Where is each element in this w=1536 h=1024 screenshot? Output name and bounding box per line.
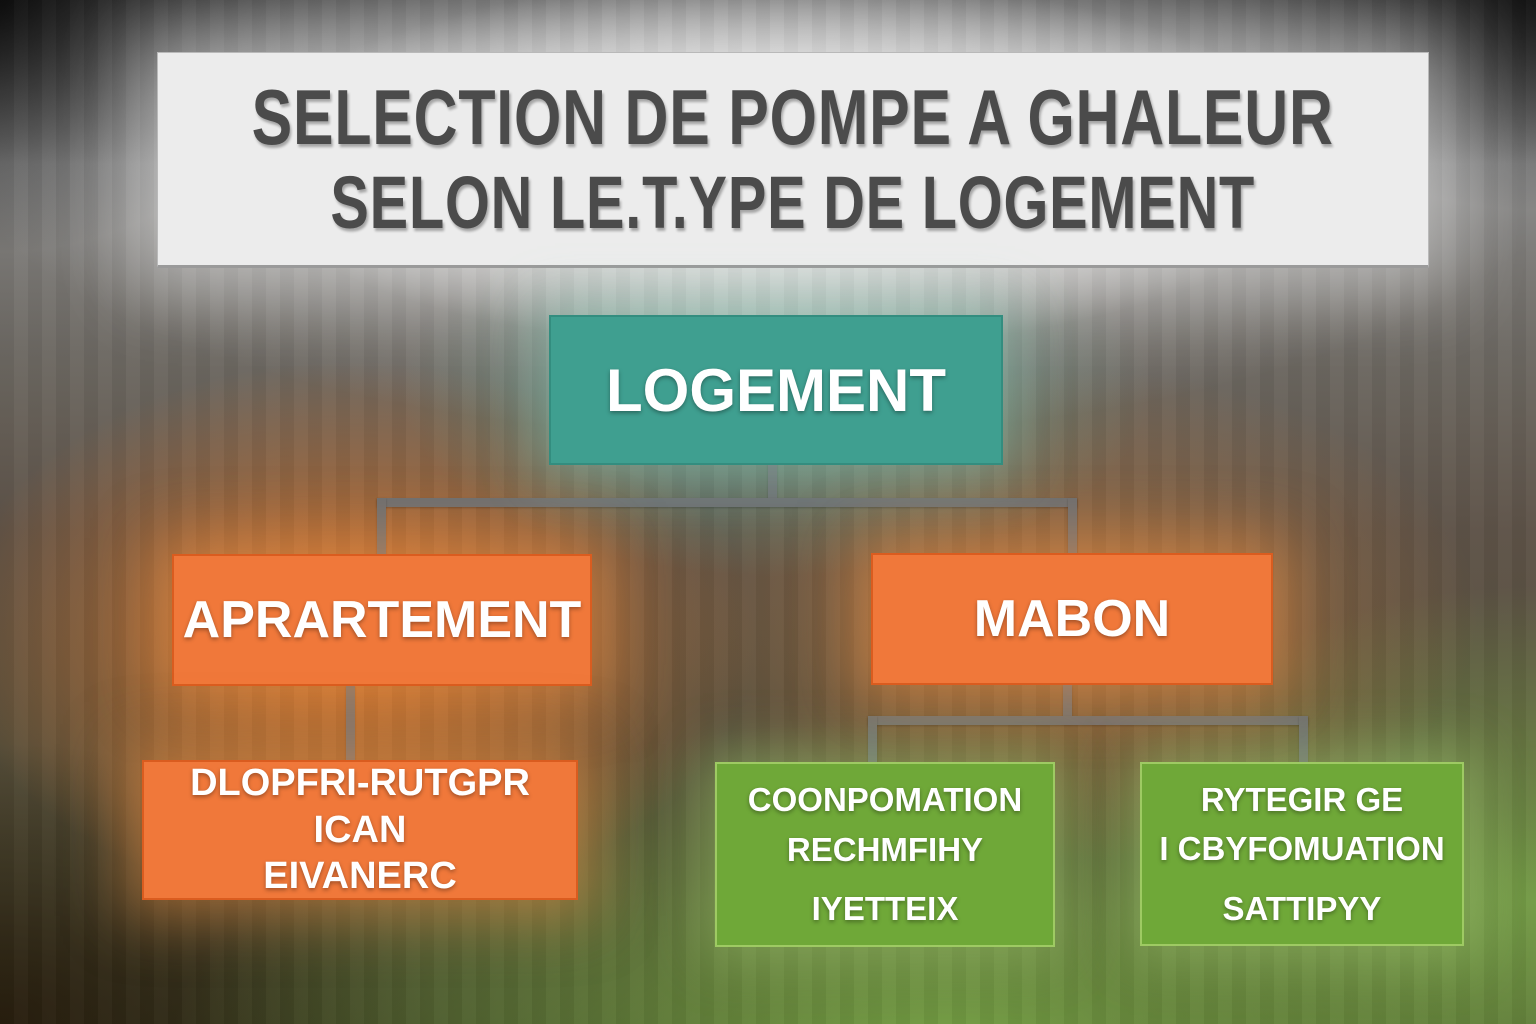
connector-drop-apartment [377, 498, 386, 556]
connector-apartment-child [346, 686, 355, 764]
node-apartement-child-line-2: EIVANERC [263, 855, 457, 898]
node-apartement-label: APRARTEMENT [182, 591, 582, 649]
node-logement-label: LOGEMENT [606, 356, 946, 424]
node-apartement-child: DLOPFRI-RUTGPR ICAN EIVANERC [142, 760, 578, 900]
connector-drop-house-child-1 [868, 716, 877, 764]
title-line-2: SELON LE.T.YPE DE LOGEMENT [330, 161, 1256, 244]
connector-drop-house [1068, 498, 1077, 556]
node-mabon-label: MABON [973, 590, 1171, 648]
node-mabon-child-1-line-1: COONPOMATION [747, 781, 1023, 819]
connector-house-hbar [868, 716, 1308, 725]
node-mabon: MABON [871, 553, 1273, 685]
title-line-1: SELECTION DE POMPE A GHALEUR [251, 73, 1335, 161]
node-mabon-child-2-line-2: I CBYFOMUATION [1159, 830, 1445, 868]
node-mabon-child-1-line-3: IYETTEIX [811, 890, 959, 928]
node-mabon-child-2-line-1: RYTEGIR GE [1200, 780, 1404, 818]
node-apartement-child-line-1: DLOPFRI-RUTGPR ICAN [190, 762, 530, 851]
node-mabon-child-1: COONPOMATION RECHMFIHY IYETTEIX [715, 762, 1055, 947]
node-mabon-child-2: RYTEGIR GE I CBYFOMUATION SATTIPYY [1140, 762, 1464, 946]
node-mabon-child-2-line-3: SATTIPYY [1222, 889, 1382, 927]
node-mabon-child-1-line-2: RECHMFIHY [786, 830, 984, 868]
connector-root-hbar [377, 498, 1077, 507]
node-logement: LOGEMENT [549, 315, 1003, 465]
connector-root-stem [768, 463, 777, 503]
node-apartement: APRARTEMENT [172, 554, 592, 686]
connector-house-stem [1063, 685, 1072, 723]
title-banner: SELECTION DE POMPE A GHALEUR SELON LE.T.… [157, 52, 1429, 268]
connector-drop-house-child-2 [1299, 716, 1308, 764]
